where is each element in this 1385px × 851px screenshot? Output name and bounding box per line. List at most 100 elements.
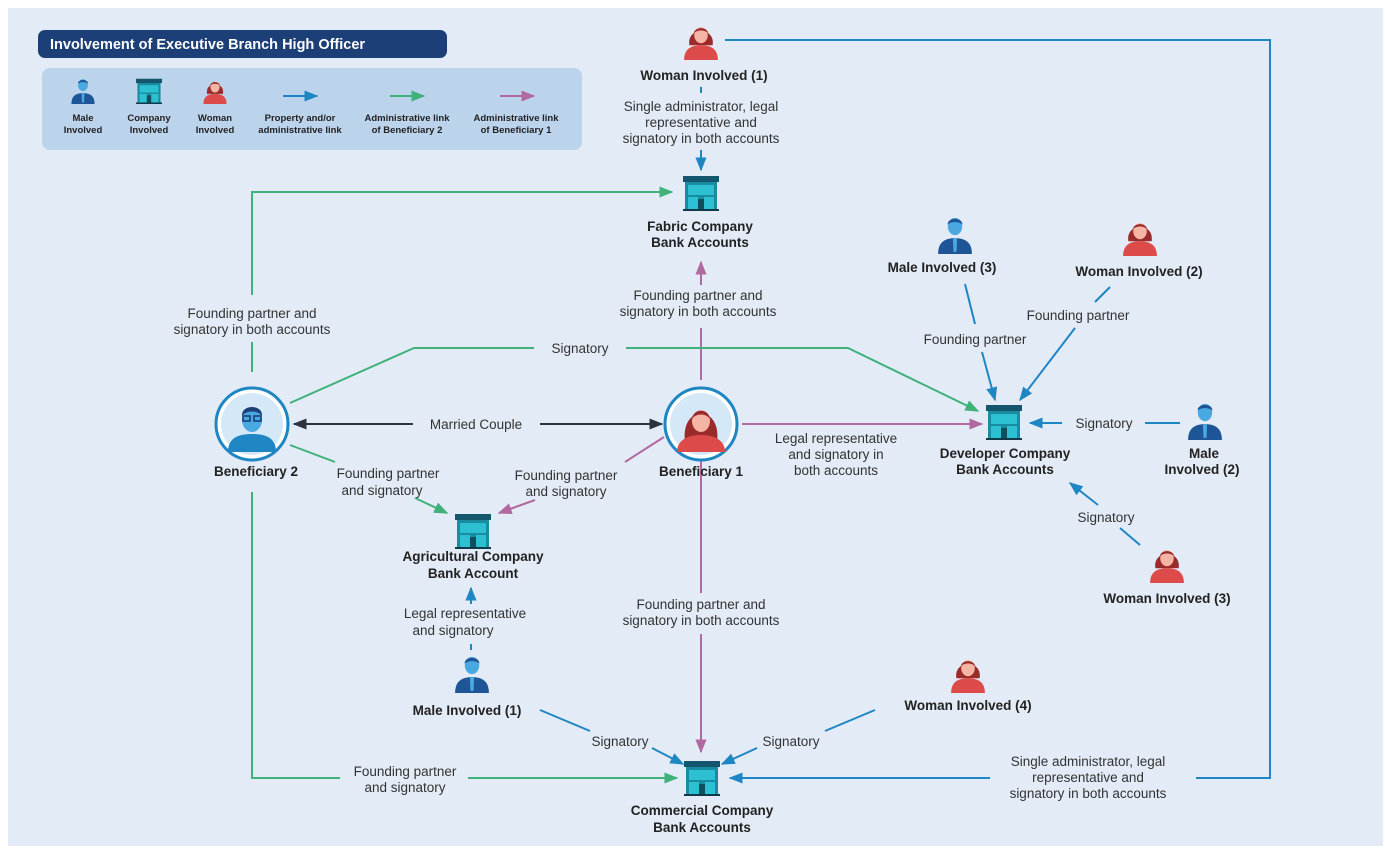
node-developer-company[interactable]: Developer Company Bank Accounts: [940, 404, 1071, 477]
legend-company-label-1: Company: [127, 113, 171, 124]
edge-b2-developer: [626, 347, 980, 412]
node-agricultural-company[interactable]: Agricultural Company Bank Account: [402, 513, 544, 581]
node-woman3[interactable]: Woman Involved (3): [1103, 550, 1231, 606]
label-male3-developer: Founding partner: [924, 332, 1027, 347]
label-woman2-developer: Founding partner: [1027, 308, 1130, 323]
label-b2-agri-2: and signatory: [341, 483, 422, 498]
edge-woman1-commercial-loop: [725, 39, 1271, 779]
label-b2-developer: Signatory: [551, 341, 608, 356]
edge-b2-commercial-left: [251, 492, 340, 779]
node-commercial-label-1: Commercial Company: [631, 803, 774, 818]
label-male1-agri-1: Legal representative: [404, 606, 526, 621]
legend-property-label-2: administrative link: [258, 125, 342, 136]
man-glasses-icon: [228, 407, 276, 452]
node-developer-label-1: Developer Company: [940, 446, 1071, 461]
label-woman1-commercial-2: representative and: [1032, 770, 1144, 785]
edge-woman3-developer-bottom: [1119, 527, 1141, 546]
edge-b2-agri-top: [289, 444, 336, 463]
node-developer-label-2: Bank Accounts: [956, 462, 1054, 477]
node-male1[interactable]: Male Involved (1): [413, 656, 522, 718]
label-b2-fabric-1: Founding partner and: [187, 306, 316, 321]
edge-woman2-developer-top: [1094, 286, 1111, 303]
edge-woman4-commercial-top: [824, 709, 876, 732]
edge-male1-commercial: [651, 747, 685, 765]
label-male2-developer: Signatory: [1075, 416, 1132, 431]
label-b2-fabric-2: signatory in both accounts: [174, 322, 331, 337]
label-b2-commercial-1: Founding partner: [354, 764, 457, 779]
legend-box: [42, 68, 582, 150]
label-woman3-developer: Signatory: [1077, 510, 1134, 525]
label-b1-commercial-2: signatory in both accounts: [623, 613, 780, 628]
node-woman4[interactable]: Woman Involved (4): [904, 660, 1032, 713]
node-male2-label-2: Involved (2): [1164, 462, 1239, 477]
legend-male-label-1: Male: [72, 113, 93, 124]
legend-company-icon: [136, 78, 162, 104]
legend-admin2-label-2: of Beneficiary 2: [372, 125, 443, 136]
label-b1-agri-2: and signatory: [525, 484, 606, 499]
label-woman1-fabric-2: representative and: [645, 115, 757, 130]
node-fabric-company[interactable]: Fabric Company Bank Accounts: [647, 175, 753, 250]
edge-b2-developer-left: [289, 347, 534, 404]
node-fabric-label-2: Bank Accounts: [651, 235, 749, 250]
label-b1-developer-1: Legal representative: [775, 431, 897, 446]
label-woman1-fabric-3: signatory in both accounts: [623, 131, 780, 146]
edge-b2-fabric: [251, 186, 674, 295]
label-woman4-commercial: Signatory: [762, 734, 819, 749]
legend-admin1-label-1: Administrative link: [474, 113, 560, 124]
legend: Male Involved Company Involved Woman Inv…: [42, 68, 582, 150]
node-beneficiary1-label: Beneficiary 1: [659, 464, 744, 479]
label-b2-commercial-2: and signatory: [364, 780, 445, 795]
label-male1-agri-2: and signatory: [412, 623, 493, 638]
label-b1-fabric-2: signatory in both accounts: [620, 304, 777, 319]
legend-woman-label-2: Involved: [196, 125, 235, 136]
node-male1-label: Male Involved (1): [413, 703, 522, 718]
company-icon: [683, 175, 719, 211]
legend-admin2-label-1: Administrative link: [365, 113, 451, 124]
node-woman2[interactable]: Woman Involved (2): [1075, 223, 1203, 279]
edge-male3-developer: [981, 351, 998, 402]
node-woman4-label: Woman Involved (4): [904, 698, 1031, 713]
label-b1-developer-2: and signatory in: [788, 447, 883, 462]
edge-male1-commercial-top: [539, 709, 591, 732]
diagram-title: Involvement of Executive Branch High Off…: [50, 37, 365, 53]
label-b1-fabric-1: Founding partner and: [633, 288, 762, 303]
label-b1-developer-3: both accounts: [794, 463, 878, 478]
legend-male-label-2: Involved: [64, 125, 103, 136]
node-beneficiary2-label: Beneficiary 2: [214, 464, 298, 479]
title-banner: [38, 30, 447, 58]
node-male2[interactable]: Male Involved (2): [1164, 403, 1240, 477]
node-commercial-label-2: Bank Accounts: [653, 820, 751, 835]
edge-b1-agri-top: [624, 436, 665, 463]
node-woman1[interactable]: Woman Involved (1): [640, 27, 768, 83]
label-b1-commercial-1: Founding partner and: [636, 597, 765, 612]
edge-woman4-commercial: [720, 747, 758, 765]
node-male3[interactable]: Male Involved (3): [888, 217, 997, 275]
edge-woman3-developer: [1068, 482, 1099, 506]
label-married: Married Couple: [430, 417, 522, 432]
node-agricultural-label-1: Agricultural Company: [402, 549, 544, 564]
node-woman3-label: Woman Involved (3): [1103, 591, 1230, 606]
node-male2-label-1: Male: [1189, 446, 1220, 461]
node-fabric-label-1: Fabric Company: [647, 219, 753, 234]
edge-b1-agri: [497, 499, 536, 514]
company-icon: [684, 760, 720, 796]
edge-woman2-developer: [1019, 327, 1076, 402]
edge-male3-developer-top: [964, 283, 976, 325]
legend-woman-label-1: Woman: [198, 113, 232, 124]
company-icon: [455, 513, 491, 549]
node-beneficiary1[interactable]: Beneficiary 1: [659, 386, 744, 479]
label-woman1-commercial-3: signatory in both accounts: [1010, 786, 1167, 801]
woman-icon: [677, 410, 725, 452]
legend-admin1-label-2: of Beneficiary 1: [481, 125, 552, 136]
node-commercial-company[interactable]: Commercial Company Bank Accounts: [631, 760, 774, 835]
node-woman2-label: Woman Involved (2): [1075, 264, 1202, 279]
edge-b2-agri: [414, 497, 449, 514]
legend-company-label-2: Involved: [130, 125, 169, 136]
node-beneficiary2[interactable]: Beneficiary 2: [214, 386, 298, 479]
label-b2-agri-1: Founding partner: [337, 466, 440, 481]
node-male3-label: Male Involved (3): [888, 260, 997, 275]
legend-property-label-1: Property and/or: [265, 113, 336, 124]
company-icon: [986, 404, 1022, 440]
